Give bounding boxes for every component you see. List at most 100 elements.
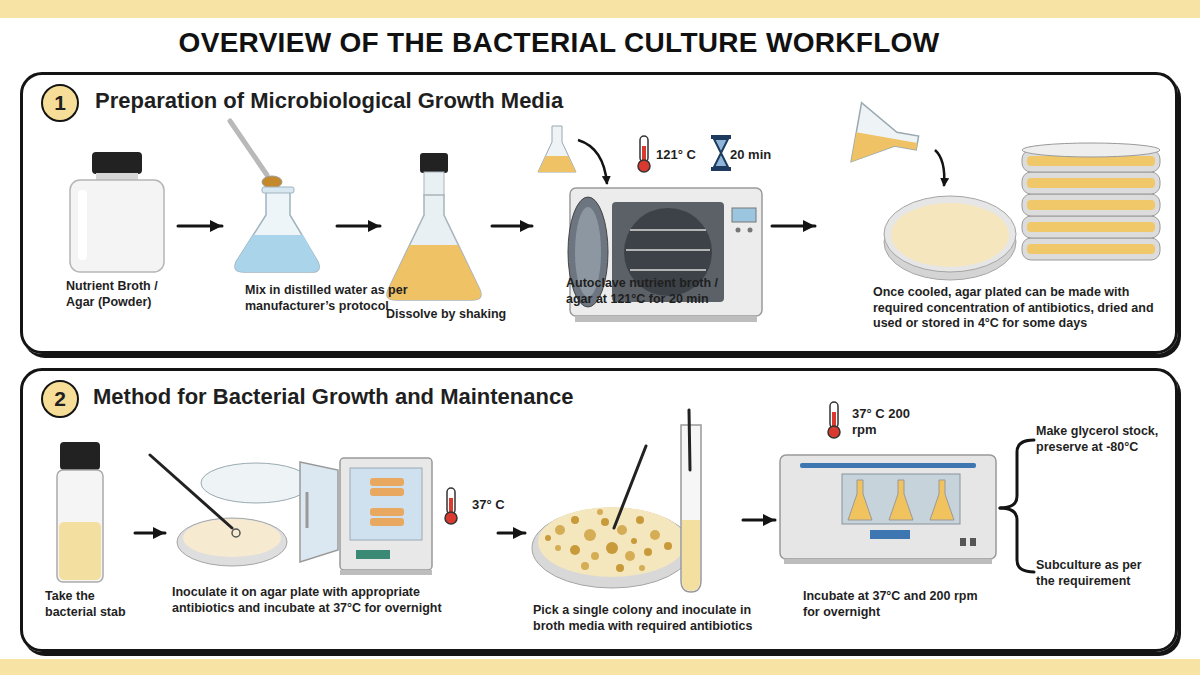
- shaking-flask: [848, 480, 872, 520]
- flow-arrow: [178, 225, 222, 228]
- shaker-base: [784, 559, 992, 564]
- powder-bottle: [70, 180, 164, 272]
- colony: [639, 565, 645, 571]
- door-handle: [306, 492, 309, 528]
- flow-arrow: [743, 519, 775, 522]
- broth-media: [682, 520, 700, 591]
- small-flask: [538, 126, 576, 172]
- incubating-plate: [370, 518, 404, 526]
- colony: [571, 516, 579, 524]
- shaker-socket: [970, 538, 976, 546]
- incubator-chamber: [350, 468, 422, 540]
- incubator-display: [356, 550, 390, 559]
- control-button: [748, 228, 753, 233]
- pouring-flask: [851, 103, 922, 173]
- tilted-flask: [851, 103, 922, 173]
- colony: [636, 516, 644, 524]
- step-caption: Make glycerol stock, preserve at -80°C: [1036, 424, 1176, 455]
- rack: [630, 229, 706, 231]
- stacked-plate: [1022, 216, 1160, 238]
- outcome-step: Subculture as per the requirement: [1034, 552, 1176, 592]
- page-title: OVERVIEW OF THE BACTERIAL CULTURE WORKFL…: [60, 27, 1058, 59]
- step-caption: Take the bacterial stab: [45, 589, 137, 620]
- shaker-window: [842, 474, 960, 524]
- time-label: 20 min: [730, 147, 785, 163]
- autoclave-base: [575, 316, 757, 322]
- step-number-badge: 1: [41, 84, 79, 122]
- callout-number: 2: [43, 382, 77, 416]
- inoculation-loop: [614, 446, 646, 528]
- step-caption: Subculture as per the requirement: [1036, 558, 1154, 589]
- agar-plate: [177, 518, 287, 566]
- inoculation-loop: [689, 410, 690, 470]
- agar-surface: [538, 507, 686, 577]
- petri-dish: [884, 196, 1016, 272]
- incubator-body: [340, 458, 432, 570]
- bottle-highlight: [78, 190, 87, 260]
- flask-rim: [262, 187, 294, 193]
- colony: [581, 562, 589, 570]
- colony: [644, 548, 652, 556]
- conical-flask: [235, 192, 319, 272]
- colony: [555, 545, 561, 551]
- plate-agar: [1027, 200, 1155, 210]
- step-caption: Autoclave nutrient broth / agar at 121°C…: [566, 276, 744, 307]
- vial-cap: [60, 442, 100, 470]
- condition-label: 37° C 200 rpm: [852, 406, 910, 439]
- colony: [606, 542, 618, 554]
- incubating-plate: [370, 488, 404, 496]
- flask-neck: [424, 172, 444, 196]
- hourglass: [714, 139, 728, 167]
- thermometer-tube: [830, 402, 838, 428]
- bracket-connector: [1000, 440, 1034, 508]
- shaker-socket: [960, 538, 966, 546]
- section-heading: Preparation of Microbiological Growth Me…: [95, 87, 855, 115]
- plate-agar: [1027, 244, 1155, 254]
- rack: [626, 249, 710, 251]
- incubator-base: [340, 570, 432, 575]
- stab-vial: [57, 470, 103, 582]
- pour-arrow: [935, 150, 944, 186]
- spatula-powder: [262, 176, 282, 188]
- inoculation-spot: [232, 529, 240, 537]
- stacked-plate: [1022, 238, 1160, 260]
- shaking-flask: [889, 480, 913, 520]
- thermometer-bulb: [445, 512, 457, 524]
- shaking-flask: [930, 480, 954, 520]
- petri-lid: [201, 463, 311, 503]
- colony: [616, 564, 624, 572]
- step-caption: Inoculate it on agar plate with appropri…: [172, 585, 472, 616]
- pouring-media: [851, 132, 917, 172]
- flow-arrow: [498, 532, 525, 535]
- colony: [591, 552, 599, 560]
- shaker-strip: [800, 463, 976, 468]
- flask-cap: [420, 153, 448, 173]
- flow-arrow: [492, 225, 532, 228]
- rack: [630, 269, 706, 271]
- colony: [625, 551, 635, 561]
- colony: [597, 509, 603, 515]
- small-flask-media: [538, 156, 576, 172]
- stack-top: [1022, 143, 1160, 157]
- colony: [584, 529, 596, 541]
- thermometer-tube: [640, 136, 648, 162]
- shaker-incubator: [780, 455, 996, 559]
- step-caption: Dissolve by shaking: [386, 307, 526, 323]
- step-caption: Once cooled, agar plated can be made wit…: [873, 285, 1165, 332]
- stacked-plate: [1022, 194, 1160, 216]
- stacked-plate: [1022, 172, 1160, 194]
- step-caption: Nutrient Broth / Agar (Powder): [66, 279, 181, 310]
- callout-number: 1: [43, 86, 77, 120]
- colony: [555, 525, 565, 535]
- spatula-handle: [230, 121, 267, 175]
- bottom-band: [0, 659, 1200, 675]
- colony: [664, 542, 672, 550]
- shaker-display: [870, 530, 910, 539]
- autoclave-door: [568, 197, 608, 307]
- temperature-label: 37° C: [472, 497, 522, 513]
- colony: [570, 545, 580, 555]
- thermometer-bulb: [638, 160, 650, 172]
- distilled-water: [235, 235, 319, 272]
- stab-culture: [59, 522, 101, 580]
- section-heading: Method for Bacterial Growth and Maintena…: [93, 383, 853, 411]
